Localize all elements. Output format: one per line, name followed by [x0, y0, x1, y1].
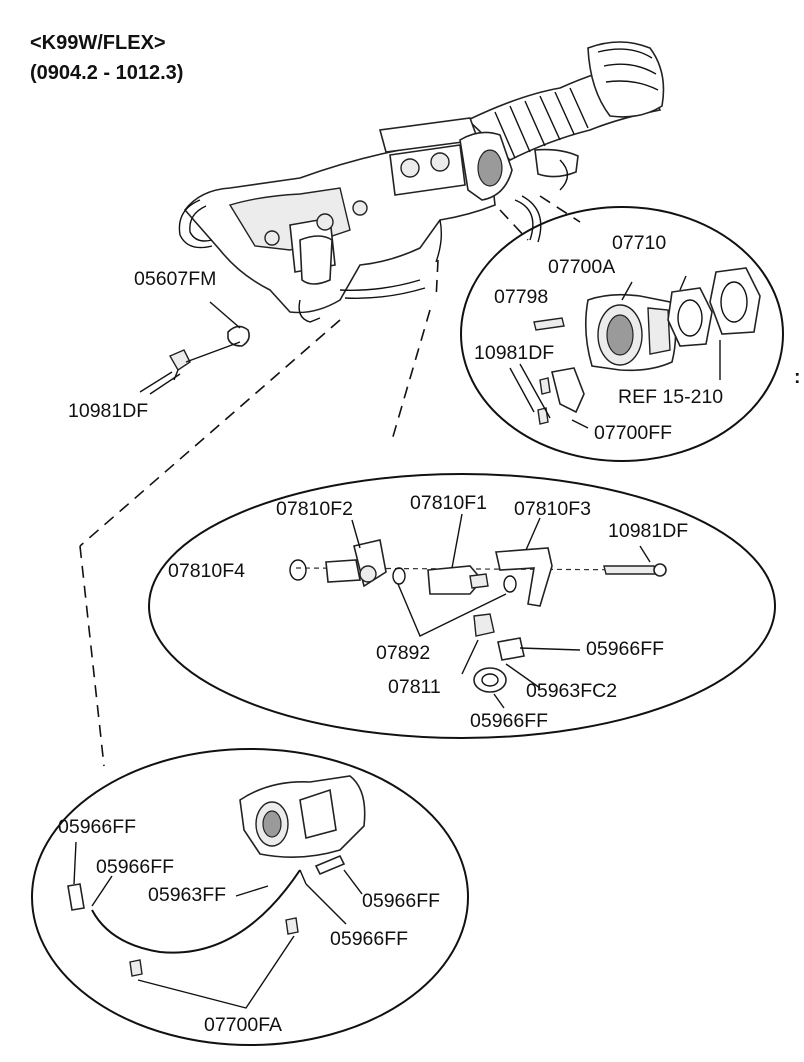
throttle-body-07700A [584, 293, 677, 372]
bracket-07810F3 [495, 547, 553, 607]
label-07710: 07710 [612, 232, 667, 254]
throttle-body-cable-end [239, 775, 366, 858]
label-05963FF: 05963FF [148, 884, 227, 906]
end-cap-05966FF-b [314, 854, 346, 876]
clip-07700FA-a [129, 959, 143, 977]
screw-10981DF-sensor [603, 563, 667, 577]
label-05966FF-cable-b: 05966FF [96, 856, 175, 878]
clip-07811 [473, 613, 495, 637]
intake-manifold-illustration [178, 41, 665, 323]
label-07810F1: 07810F1 [410, 492, 487, 514]
diagram-header: <K99W/FLEX> (0904.2 - 1012.3) [30, 28, 183, 88]
adapter-plate-ref-15-210 [709, 267, 761, 335]
label-05966FF-sensor-b: 05966FF [470, 710, 549, 732]
label-10981DF-throttle-body: 10981DF [474, 342, 555, 364]
label-05963FC2: 05963FC2 [526, 680, 618, 702]
label-ref-15-210: REF 15-210 [618, 386, 724, 408]
throttle-body-detail-ellipse [460, 206, 784, 462]
sensor-detail-ellipse [148, 473, 776, 739]
sensor-body-07810F2 [325, 539, 387, 588]
label-07798: 07798 [494, 286, 549, 308]
gasket-07710 [667, 287, 713, 347]
label-10981DF-sensor: 10981DF [608, 520, 689, 542]
label-05607FM: 05607FM [134, 268, 217, 290]
clip-07700FA-b [285, 917, 299, 935]
bracket-07700FF [537, 367, 585, 425]
sensor-07810F1 [427, 565, 489, 595]
o-ring-07810F4 [289, 559, 307, 581]
label-07810F3: 07810F3 [514, 498, 591, 520]
clip-10981DF-main [169, 349, 191, 381]
label-07810F2: 07810F2 [276, 498, 353, 520]
washer-07892 [392, 567, 517, 593]
label-07810F4: 07810F4 [168, 560, 245, 582]
label-05966FF-cable-c: 05966FF [362, 890, 441, 912]
grommet-05963FC2 [497, 637, 525, 661]
bolt-07798 [533, 317, 565, 331]
label-10981DF-main: 10981DF [68, 400, 149, 422]
production-date-range: (0904.2 - 1012.3) [30, 62, 184, 84]
model-code: <K99W/FLEX> [30, 32, 166, 54]
cable-05963FF [91, 869, 307, 954]
label-07811: 07811 [388, 676, 441, 698]
label-07700A: 07700A [548, 256, 616, 278]
end-cap-05966FF-a [67, 883, 85, 911]
label-07892: 07892 [376, 642, 431, 664]
label-07700FA: 07700FA [204, 1014, 283, 1036]
label-05966FF-sensor-a: 05966FF [586, 638, 665, 660]
cap-05966FF [473, 667, 507, 693]
cable-detail-ellipse [31, 748, 469, 1046]
label-05966FF-cable-d: 05966FF [330, 928, 409, 950]
label-05966FF-cable-a: 05966FF [58, 816, 137, 838]
page-continuation-marker: : [794, 366, 801, 388]
label-07700FF: 07700FF [594, 422, 673, 444]
